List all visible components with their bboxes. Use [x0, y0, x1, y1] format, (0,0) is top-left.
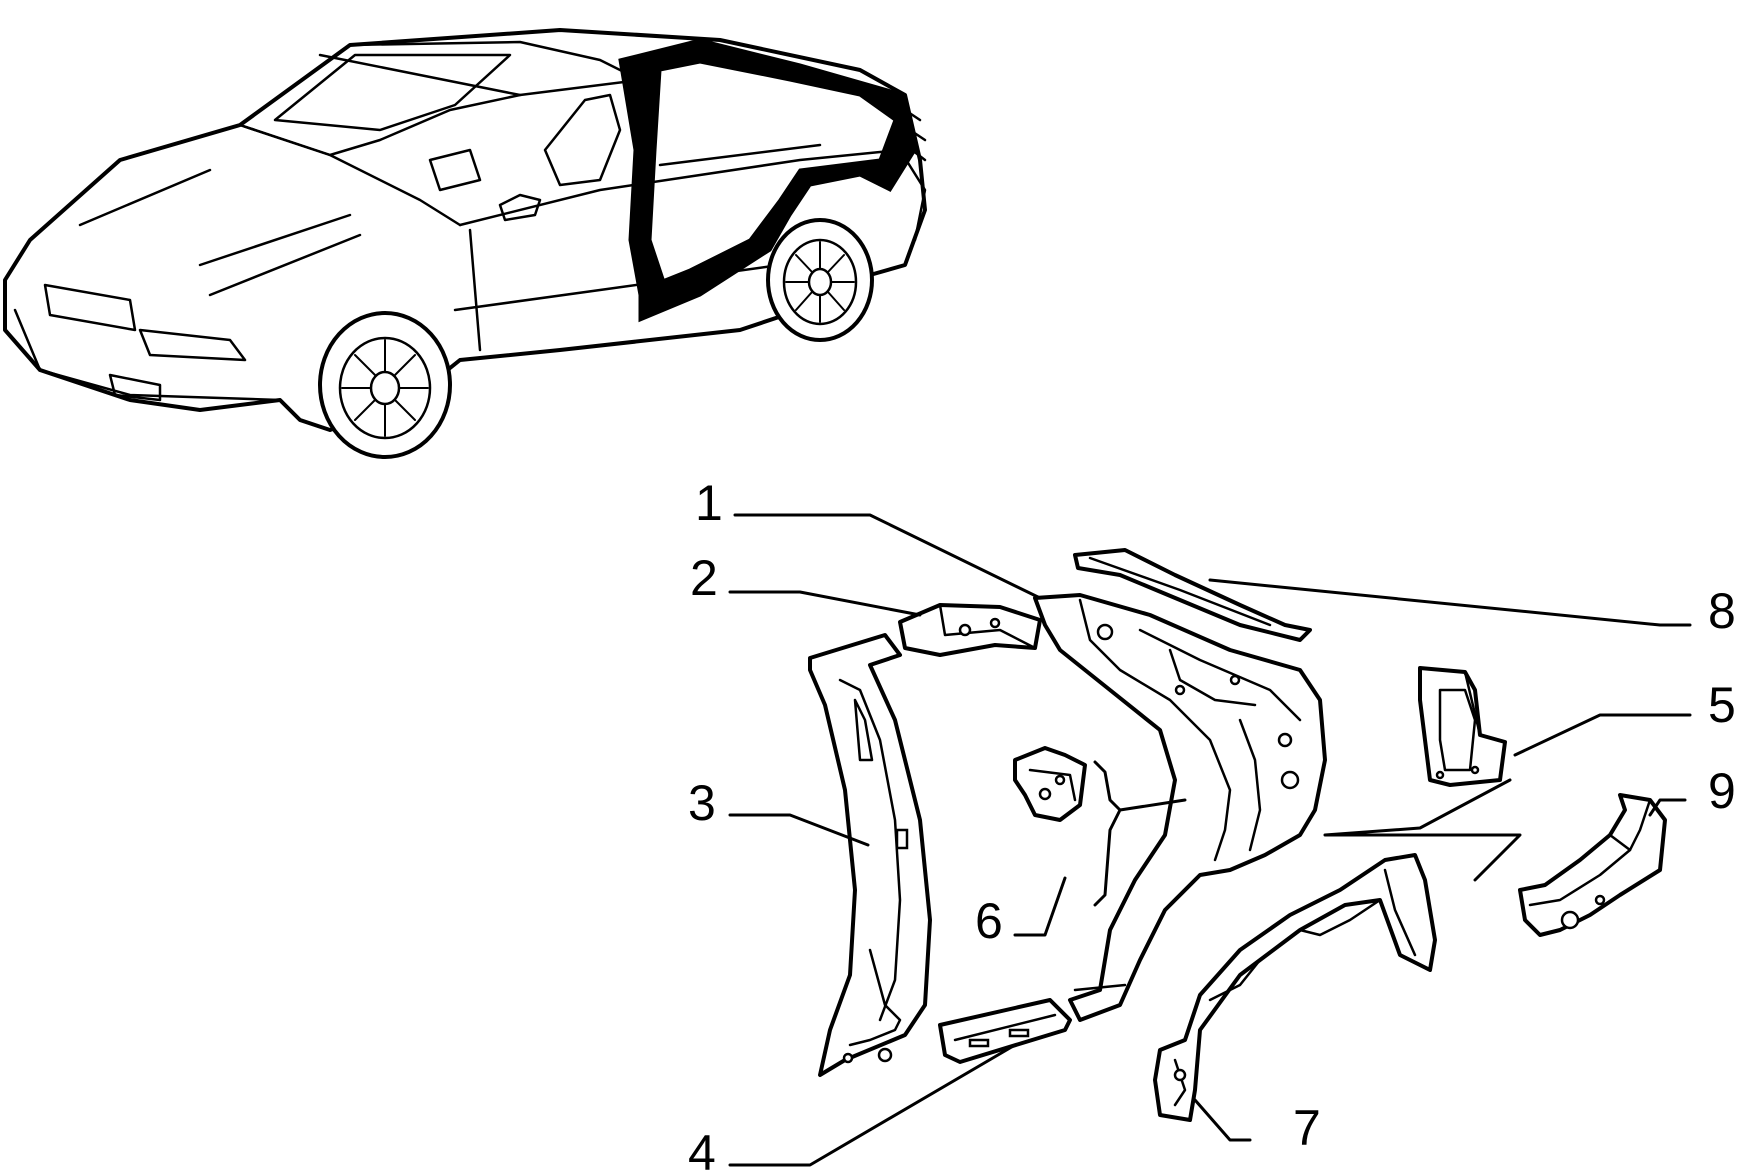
leader-1 [733, 513, 1042, 600]
callout-numbers: 1 2 3 4 5 6 7 8 9 [688, 475, 1736, 1173]
car-illustration [3, 28, 927, 459]
part-6-clip-bracket [1013, 746, 1087, 822]
callout-2: 2 [690, 550, 718, 606]
part-2-bracket [898, 603, 1042, 657]
callout-7: 7 [1293, 1100, 1321, 1156]
leader-7 [1193, 1098, 1252, 1142]
callout-5: 5 [1708, 677, 1736, 733]
callout-3: 3 [688, 775, 716, 831]
rear-wheel [766, 218, 874, 342]
leader-2 [728, 590, 922, 617]
front-wheel [318, 311, 452, 459]
part-1-quarter-inner-panel [1033, 593, 1327, 1022]
callout-6: 6 [975, 893, 1003, 949]
leader-lines [728, 513, 1692, 1167]
leader-4 [728, 1043, 1017, 1167]
part-5-filler-housing [1418, 666, 1507, 787]
bracket-1-9 [1323, 778, 1522, 882]
callout-8: 8 [1708, 583, 1736, 639]
leader-6 [1013, 876, 1067, 937]
callout-4: 4 [688, 1125, 716, 1173]
part-4-sill-plate [938, 998, 1072, 1064]
part-3-b-pillar [808, 633, 932, 1077]
part-9-rear-bracket [1518, 793, 1667, 937]
part-8-roof-rail [1073, 548, 1312, 642]
callout-1: 1 [695, 475, 723, 531]
part-7-wheel-arch [1153, 853, 1437, 1122]
callout-9: 9 [1708, 763, 1736, 819]
leader-8 [1208, 578, 1692, 627]
leader-3 [728, 813, 870, 847]
leader-9 [1648, 798, 1687, 817]
bracket-6-1 [1093, 760, 1187, 907]
leader-5 [1513, 713, 1692, 757]
